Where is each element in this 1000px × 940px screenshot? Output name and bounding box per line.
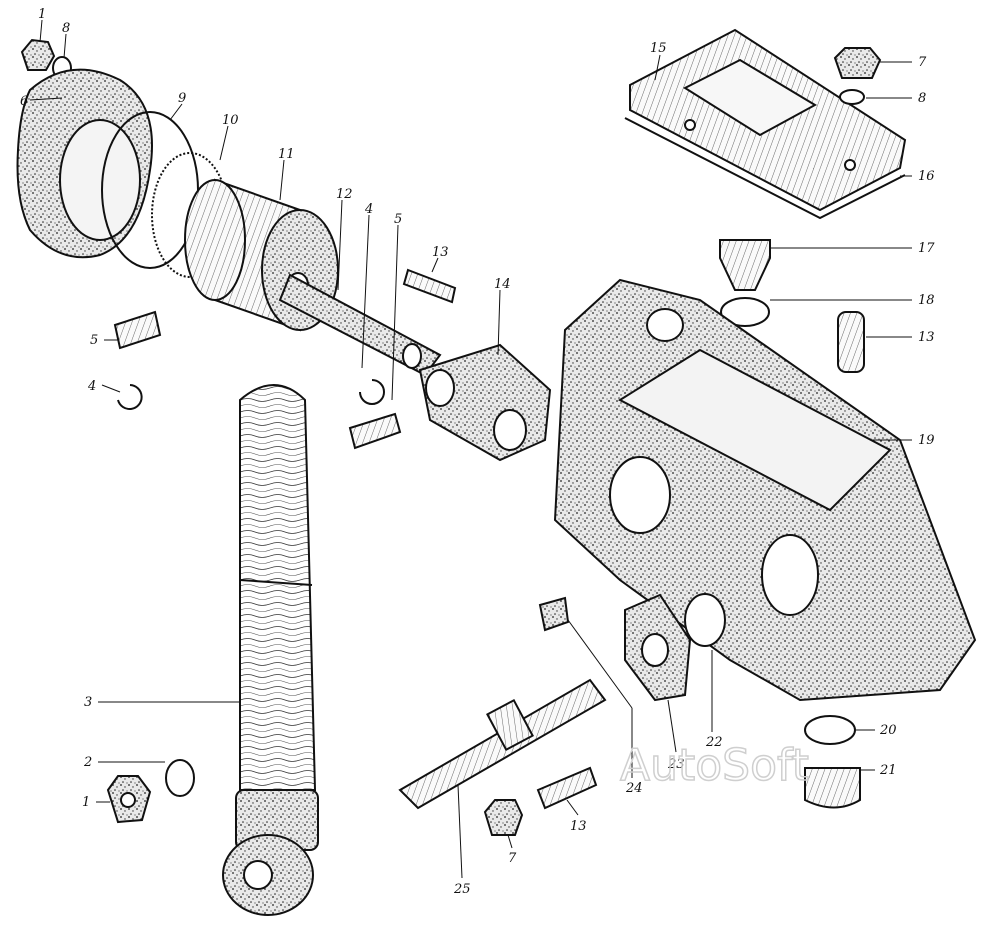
label-14: 14 <box>494 277 511 292</box>
key-part-24 <box>538 596 570 632</box>
label-5-left: 5 <box>90 333 98 348</box>
watermark-text: AutoSoft <box>620 740 809 791</box>
label-13-right: 13 <box>918 330 935 345</box>
bolt-part-17 <box>719 239 771 291</box>
washer-part-18 <box>720 297 770 327</box>
label-17: 17 <box>918 241 935 256</box>
label-24: 24 <box>625 781 643 796</box>
label-20: 20 <box>879 723 897 738</box>
washer-part-2 <box>165 759 195 797</box>
label-7-bottom: 7 <box>508 851 517 866</box>
label-4-top: 4 <box>364 202 373 217</box>
label-13-bottom: 13 <box>570 819 587 834</box>
label-18: 18 <box>918 293 935 308</box>
label-16: 16 <box>918 169 935 184</box>
leader-lines <box>29 19 912 879</box>
pin-part-5-mid <box>348 412 402 450</box>
plug-part-21 <box>804 767 861 809</box>
label-19: 19 <box>918 433 935 448</box>
clip-part-4-mid <box>359 379 385 405</box>
cover-plate-part-15 <box>629 28 907 212</box>
label-25: 25 <box>453 882 471 897</box>
label-8-right: 8 <box>918 91 926 106</box>
washer-part-8-right <box>839 89 865 105</box>
label-10: 10 <box>222 113 239 128</box>
label-6: 6 <box>20 94 28 109</box>
pin-part-13-bottom <box>536 766 598 810</box>
label-22: 22 <box>705 735 723 750</box>
fork-part-14 <box>418 343 552 462</box>
clip-part-4-left <box>117 384 143 410</box>
flange-part-23 <box>624 593 692 702</box>
shaft-part-25 <box>398 678 607 810</box>
label-12: 12 <box>336 187 353 202</box>
label-11: 11 <box>278 147 295 162</box>
pin-part-5-left <box>113 310 162 350</box>
label-13-top: 13 <box>432 245 449 260</box>
label-7-top: 7 <box>918 55 927 70</box>
label-2: 2 <box>83 755 92 770</box>
seal-part-22 <box>684 593 726 647</box>
pin-part-13-upper <box>402 268 457 304</box>
label-8-top: 8 <box>62 21 70 36</box>
nut-part-7-top <box>833 47 882 79</box>
nut-part-7-bottom <box>483 799 524 836</box>
pin-part-13-right <box>837 311 865 373</box>
label-15: 15 <box>650 41 667 56</box>
label-23: 23 <box>667 757 685 772</box>
gasket-part-16 <box>624 117 906 220</box>
washer-part-20 <box>804 715 856 745</box>
handle-part-3 <box>222 384 319 916</box>
label-21: 21 <box>879 763 897 778</box>
label-9: 9 <box>178 91 186 106</box>
label-1-bottom: 1 <box>82 795 90 810</box>
label-1-top: 1 <box>38 7 46 22</box>
housing-part-19 <box>553 278 977 702</box>
nut-part-1-bottom <box>106 775 152 824</box>
label-3: 3 <box>84 695 92 710</box>
nut-part-1-top <box>20 38 56 71</box>
label-4-left: 4 <box>87 379 96 394</box>
cover-part-6 <box>16 68 153 259</box>
label-5-top: 5 <box>394 212 402 227</box>
part-labels: 1 8 6 9 10 11 12 4 5 13 14 15 7 8 16 17 … <box>20 7 935 897</box>
